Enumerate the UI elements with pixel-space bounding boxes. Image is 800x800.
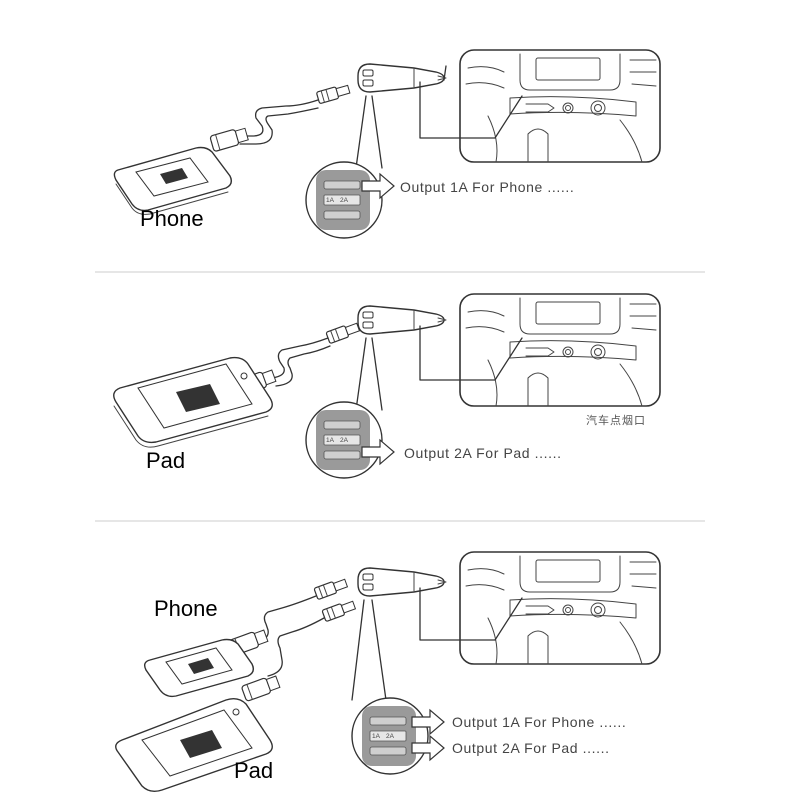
car-charger-icon [357, 567, 447, 597]
port-label: 1A [372, 733, 381, 740]
car-dashboard-icon [459, 49, 661, 163]
car-charger-icon [357, 305, 447, 335]
car-dashboard-icon [459, 293, 661, 407]
output-label: Output 2A For Pad ...... [404, 445, 562, 461]
phone-icon [143, 638, 255, 698]
tablet-icon [113, 356, 273, 448]
port-label: 2A [386, 733, 395, 740]
port-label: 2A [340, 197, 349, 204]
device-label: Phone [154, 596, 218, 621]
panel-phone-and-pad: 1A 2A Output 1A For Phone ...... Output … [115, 551, 661, 793]
port-lens: 1A 2A [305, 161, 383, 239]
output-label: Output 1A For Phone ...... [452, 714, 626, 730]
port-label: 2A [340, 437, 349, 444]
usb-cable-icon [209, 82, 352, 153]
port-label: 1A [326, 197, 335, 204]
panel-phone: 1A 2A Output 1A For Phone ...... Phone [113, 49, 661, 239]
port-lens: 1A 2A [351, 697, 429, 775]
tablet-icon [115, 697, 273, 793]
car-dashboard-icon [459, 551, 661, 665]
usb-cable-icon [236, 320, 361, 397]
output-label: Output 1A For Phone ...... [400, 179, 574, 195]
device-label: Pad [234, 758, 273, 783]
phone-icon [113, 146, 233, 215]
socket-caption: 汽车点烟口 [586, 413, 646, 427]
device-label: Phone [140, 206, 204, 231]
usb-cable-icon [228, 576, 357, 703]
car-charger-icon [357, 63, 447, 93]
panel-pad: 汽车点烟口 1A 2A Output 2A For Pad ...... Pad [113, 293, 661, 479]
device-label: Pad [146, 448, 185, 473]
port-label: 1A [326, 437, 335, 444]
output-label: Output 2A For Pad ...... [452, 740, 610, 756]
port-lens: 1A 2A [305, 401, 383, 479]
